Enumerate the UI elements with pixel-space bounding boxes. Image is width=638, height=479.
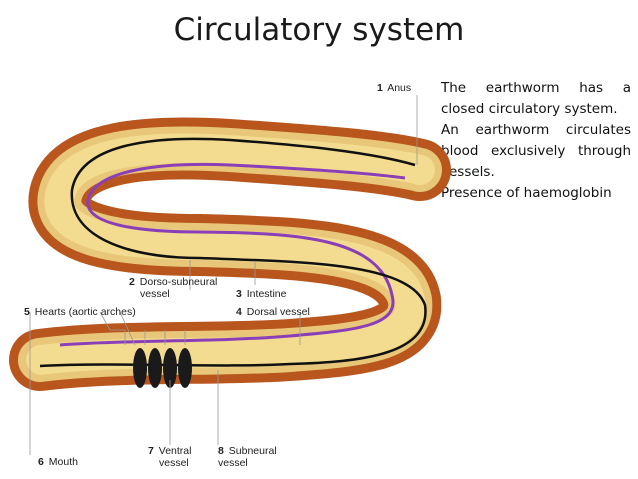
leader-lines — [29, 95, 418, 455]
label-dorsal-vessel-num: 4 — [236, 306, 242, 318]
description-line-3: Presence of haemoglobin — [441, 185, 612, 201]
description-line-2: An earthworm circulates blood exclusivel… — [441, 122, 631, 180]
label-subneural-vessel-num: 8 — [218, 445, 224, 457]
label-intestine: 3 Intestine — [236, 288, 286, 300]
label-anus-text: Anus — [387, 82, 412, 94]
label-hearts-num: 5 — [24, 306, 30, 318]
label-intestine-text: Intestine — [246, 288, 287, 300]
label-hearts-text: Hearts (aortic arches) — [34, 306, 136, 318]
hearts-shapes — [133, 348, 192, 388]
label-dorso-subneural-num: 2 — [129, 276, 135, 288]
description-line-1: The earthworm has a closed circulatory s… — [441, 80, 631, 117]
label-dorsal-vessel-text: Dorsal vessel — [246, 306, 310, 318]
label-ventral-vessel-num: 7 — [148, 445, 154, 457]
worm-body — [9, 117, 451, 391]
label-ventral-vessel-text: Ventral — [158, 445, 192, 457]
label-hearts: 5 Hearts (aortic arches) — [24, 306, 136, 318]
page-title: Circulatory system — [173, 12, 465, 48]
ventral-vessel-line — [59, 162, 406, 347]
label-mouth-num: 6 — [38, 456, 44, 468]
label-dorso-subneural: 2 Dorso-subneural vessel — [129, 276, 217, 300]
label-anus: 1 Anus — [377, 82, 411, 94]
label-subneural-vessel-text2: vessel — [218, 457, 248, 469]
dorsal-vessel-line — [39, 137, 427, 368]
label-ventral-vessel: 7 Ventral vessel — [148, 445, 191, 469]
label-mouth-text: Mouth — [48, 456, 78, 468]
label-intestine-num: 3 — [236, 288, 242, 300]
label-anus-num: 1 — [377, 82, 383, 94]
label-mouth: 6 Mouth — [38, 456, 78, 468]
label-subneural-vessel-text: Subneural — [228, 445, 277, 457]
label-dorsal-vessel: 4 Dorsal vessel — [236, 306, 310, 318]
label-ventral-vessel-text2: vessel — [159, 457, 189, 469]
description-text: The earthworm has a closed circulatory s… — [441, 78, 631, 204]
label-dorso-subneural-text: Dorso-subneural — [139, 276, 218, 288]
label-dorso-subneural-text2: vessel — [140, 288, 170, 300]
label-subneural-vessel: 8 Subneural vessel — [218, 445, 277, 469]
